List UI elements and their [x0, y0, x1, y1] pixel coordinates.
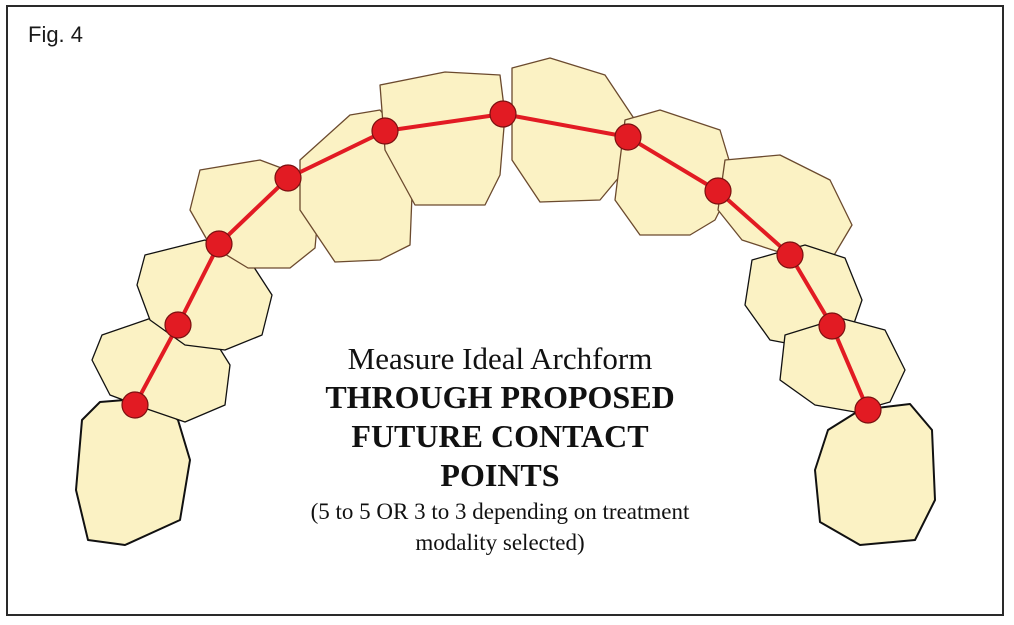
left-lateral-incisor-tooth: [299, 109, 413, 263]
right-molar-tooth: [814, 403, 936, 546]
contact-point: [274, 164, 302, 192]
caption-line-5: (5 to 5 OR 3 to 3 depending on treatment: [310, 499, 690, 524]
caption-line-3: FUTURE CONTACT: [351, 418, 649, 454]
caption-line-4: POINTS: [440, 457, 560, 493]
contact-point: [489, 100, 517, 128]
left-molar-tooth: [75, 397, 191, 546]
contact-point: [205, 230, 233, 258]
caption-line-2: THROUGH PROPOSED: [325, 379, 675, 415]
caption-line-6: modality selected): [415, 530, 585, 555]
right-premolar-2-tooth: [779, 317, 906, 413]
contact-point: [371, 117, 399, 145]
left-central-incisor-tooth: [379, 71, 506, 206]
figure-label: Fig. 4: [28, 22, 84, 47]
contact-point: [776, 241, 804, 269]
contact-point: [164, 311, 192, 339]
contact-point: [854, 396, 882, 424]
contact-point: [121, 391, 149, 419]
caption-line-1: Measure Ideal Archform: [347, 341, 653, 376]
contact-point: [614, 123, 642, 151]
contact-point: [704, 177, 732, 205]
diagram-caption: Measure Ideal Archform THROUGH PROPOSED …: [260, 340, 740, 557]
contact-point: [818, 312, 846, 340]
right-lateral-incisor-tooth: [614, 109, 736, 236]
